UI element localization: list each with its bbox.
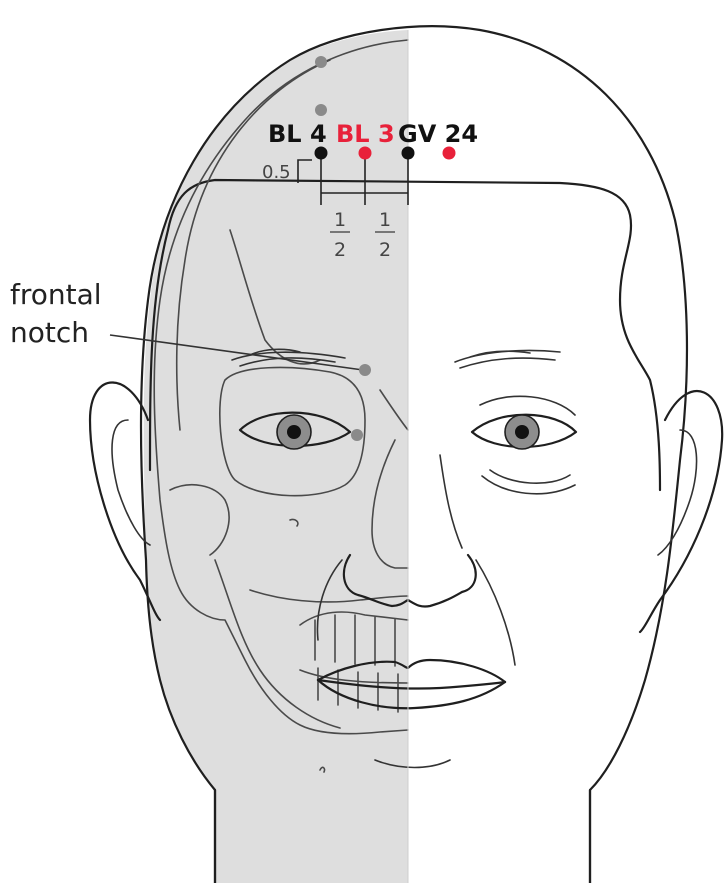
point-right-red (443, 147, 456, 160)
label-bl3: BL 3 (336, 120, 395, 148)
point-bl4 (315, 147, 328, 160)
right-pupil (515, 425, 529, 439)
nasolabial-right (476, 560, 515, 665)
point-bl3 (359, 147, 372, 160)
label-notch: notch (10, 316, 89, 349)
left-pupil (287, 425, 301, 439)
frac-right-num: 1 (379, 209, 391, 231)
point-frontal-notch (359, 364, 371, 376)
label-bl4: BL 4 (268, 120, 327, 148)
label-distance: 0.5 (262, 162, 291, 183)
frac-left-num: 1 (334, 209, 346, 231)
label-gv24: GV 24 (398, 120, 478, 148)
point-gv24 (402, 147, 415, 160)
point-upper-gray-2 (315, 104, 327, 116)
frac-left-den: 2 (334, 239, 346, 261)
frac-right-den: 2 (379, 239, 391, 261)
point-upper-gray-1 (315, 56, 327, 68)
right-ear (640, 391, 722, 632)
label-frontal: frontal (10, 278, 102, 311)
right-eyebrow (455, 350, 560, 368)
nose-bridge-right (440, 455, 462, 548)
point-orbit-gray (351, 429, 363, 441)
